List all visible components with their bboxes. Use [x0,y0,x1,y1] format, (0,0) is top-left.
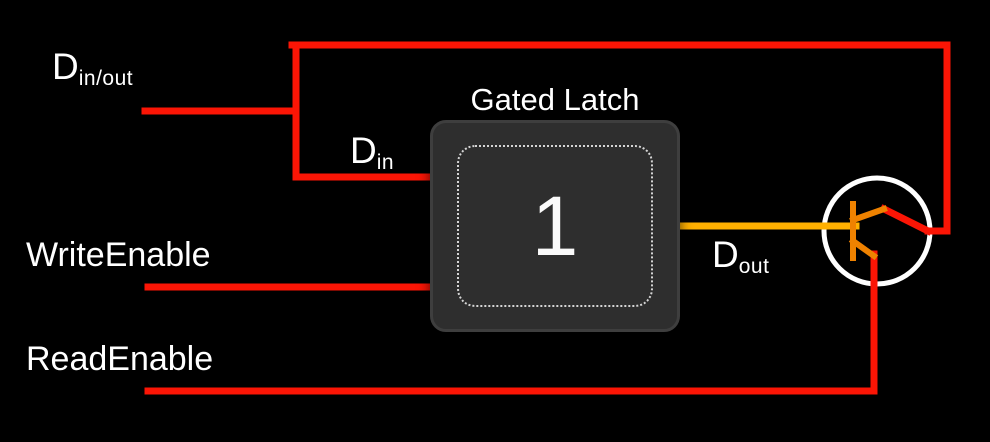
wire-read-enable [144,250,878,395]
label-write-enable: WriteEnable [26,236,211,274]
wire-transistor-collector [879,204,933,236]
label-read-enable: ReadEnable [26,340,214,378]
transistor-collector-stub [849,205,888,224]
label-d-in-out: Din/out [52,46,133,89]
latch-title: Gated Latch [470,82,640,117]
label-d-out: Dout [712,234,769,277]
transistor-emitter-stub [848,236,879,261]
label-d-in: Din [350,130,394,173]
wire-feedback-rail [288,41,951,235]
wire-dinout-branch-to-din [292,41,438,181]
label-d-in-base: D [350,130,377,171]
label-d-in-sub: in [376,151,395,174]
latch-box: 1 [430,120,680,332]
label-d-in-out-base: D [52,46,79,87]
label-d-out-base: D [712,234,739,275]
latch-inner-border: 1 [457,145,653,307]
label-d-in-out-sub: in/out [78,67,134,90]
label-d-out-sub: out [738,255,770,278]
latch-value: 1 [531,178,579,273]
